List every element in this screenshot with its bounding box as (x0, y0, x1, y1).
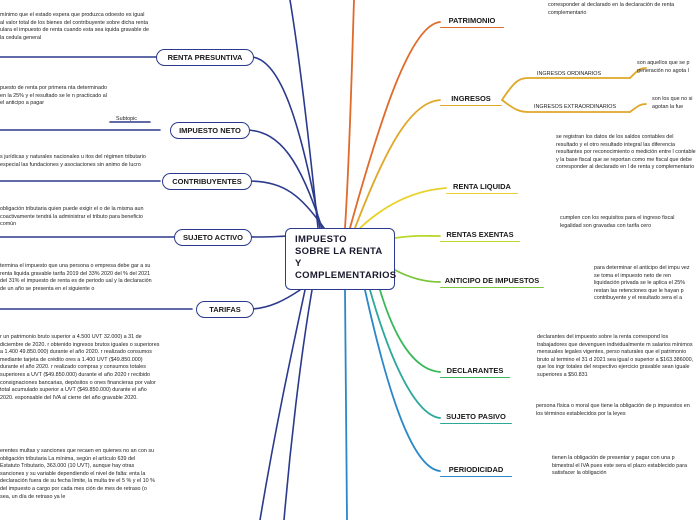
line-renta-presuntiva (251, 56, 321, 229)
node-rentas-exentas[interactable]: RENTAS EXENTAS (440, 228, 520, 242)
text-periodicidad: tienen la obligación de presentar y paga… (552, 455, 688, 477)
text-declarantes: declarantes del impuesto sobre la renta … (537, 334, 694, 378)
line-right-top (344, 0, 355, 229)
node-anticipo-impuestos[interactable]: ANTICIPO DE IMPUESTOS (440, 274, 544, 288)
node-impuesto-neto[interactable]: IMPUESTO NETO (170, 122, 250, 139)
text-obligados: r un patrimonio bruto superior a 4.500 U… (0, 334, 160, 401)
node-declarantes[interactable]: DECLARANTES (440, 364, 510, 378)
text-sanciones: erentes multas y sanciones que recaen en… (0, 448, 155, 500)
line-tarifas (251, 289, 301, 310)
line-left-bottom2 (283, 289, 313, 520)
node-sujeto-activo[interactable]: SUJETO ACTIVO (174, 229, 252, 246)
line-periodicidad (364, 289, 441, 472)
label-ingresos-extraordinarios[interactable]: INGRESOS EXTRAORDINARIOS (534, 104, 617, 110)
text-anticipo: para determinar el anticipo del impu vez… (594, 265, 690, 302)
label-ingresos-ordinarios[interactable]: INGRESOS ORDINARIOS (537, 71, 602, 77)
node-patrimonio[interactable]: PATRIMONIO (440, 14, 504, 28)
node-renta-presuntiva[interactable]: RENTA PRESUNTIVA (156, 49, 254, 66)
text-ingresos-ordinarios: son aquellos que se p generación no agot… (637, 60, 690, 74)
line-sujeto-pasivo (369, 289, 441, 419)
text-rentas-exentas: cumplen con los requisitos para el ingre… (560, 215, 675, 229)
central-topic-title: IMPUESTO SOBRE LA RENTA Y COMPLEMENTARIO… (295, 234, 397, 281)
text-tarifas: termina el impuesto que una persona o em… (0, 263, 152, 292)
line-declarantes (379, 289, 441, 373)
text-patrimonio: corresponder al declarado en la declarac… (548, 2, 675, 16)
node-tarifas[interactable]: TARIFAS (196, 301, 254, 318)
central-topic[interactable]: IMPUESTO SOBRE LA RENTA Y COMPLEMENTARIO… (285, 228, 397, 290)
text-contribuyentes: s jurídicas y naturales nacionales u ito… (0, 154, 146, 168)
subtopic-label[interactable]: Subtopic (116, 116, 137, 122)
node-renta-liquida[interactable]: RENTA LIQUIDA (446, 180, 518, 194)
line-rentas-exentas (394, 234, 441, 239)
node-periodicidad[interactable]: PERIODICIDAD (440, 463, 512, 477)
text-impuesto-neto: puesto de renta por primera nta determin… (0, 85, 107, 107)
line-right-bottom (344, 289, 348, 520)
line-left-top (289, 0, 319, 229)
line-patrimonio (349, 21, 441, 229)
line-anticipo (394, 269, 441, 283)
line-ingresos (354, 99, 441, 229)
text-sujeto-pasivo: persona física o moral que tiene la obli… (536, 403, 690, 417)
text-sujeto-activo: obligación tributaria quien puede exigir… (0, 206, 144, 228)
line-left-bottom (259, 289, 306, 520)
text-renta-liquida: se registran los datos de los saldos con… (556, 134, 696, 171)
line-renta-liquida (359, 187, 447, 229)
text-renta-presuntiva: mínimo que el estado espera que produzca… (0, 12, 149, 41)
line-impuesto-neto (247, 129, 323, 229)
node-sujeto-pasivo[interactable]: SUJETO PASIVO (440, 410, 512, 424)
node-contribuyentes[interactable]: CONTRIBUYENTES (162, 173, 252, 190)
text-ingresos-extraordinarios: son los que no si agotan la fue (652, 96, 693, 110)
node-ingresos[interactable]: INGRESOS (440, 92, 502, 106)
